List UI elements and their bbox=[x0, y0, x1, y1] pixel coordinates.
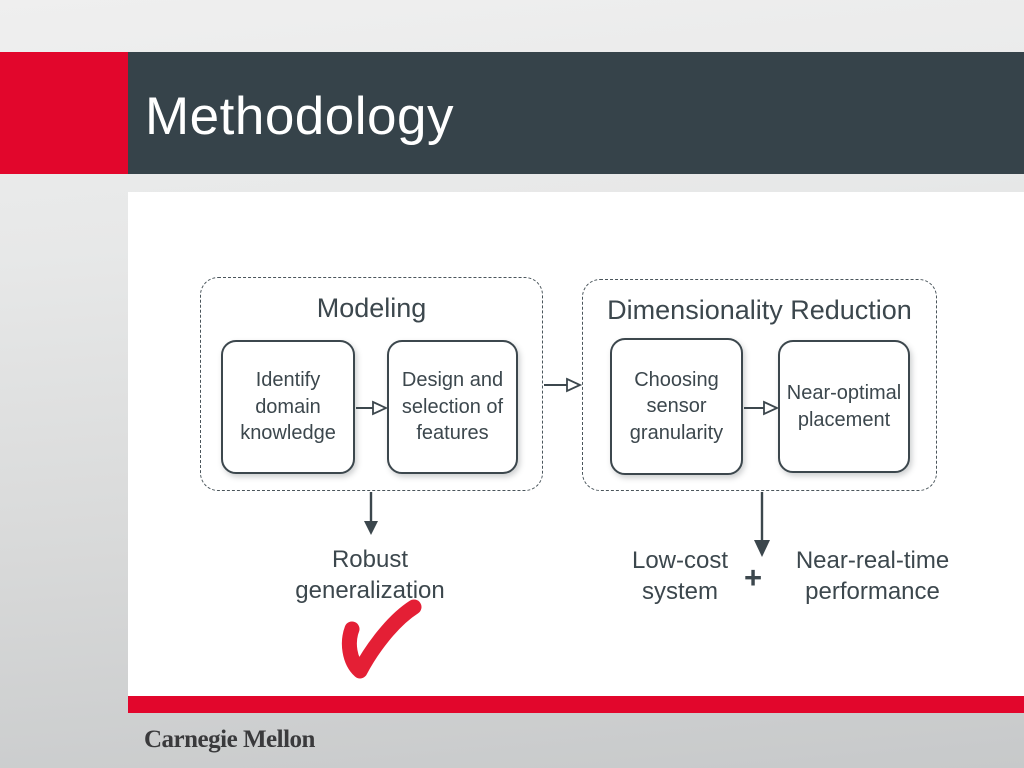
node-line: Near-optimal bbox=[786, 382, 902, 405]
label-low-cost-system: Low-cost system bbox=[600, 545, 760, 607]
node-near-optimal-placement: Near-optimal placement bbox=[778, 340, 910, 473]
header-accent-square bbox=[0, 52, 128, 174]
slide-title: Methodology bbox=[145, 86, 454, 146]
node-choosing-sensor-granularity: Choosing sensor granularity bbox=[610, 338, 743, 475]
plus-symbol: + bbox=[744, 560, 763, 595]
carnegie-mellon-logo: Carnegie Mellon bbox=[144, 726, 315, 753]
node-design-selection-features: Design and selection of features bbox=[387, 340, 518, 474]
node-line: Identify bbox=[255, 369, 321, 392]
group-modeling-title: Modeling bbox=[316, 293, 427, 323]
label-line: generalization bbox=[295, 577, 445, 605]
node-identify-domain-knowledge: Identify domain knowledge bbox=[221, 340, 355, 474]
label-line: Robust bbox=[331, 546, 409, 573]
node-line: Design and bbox=[401, 369, 504, 392]
node-line: sensor bbox=[646, 395, 707, 418]
header-bar: Methodology bbox=[128, 52, 1024, 174]
node-line: granularity bbox=[629, 421, 724, 444]
node-line: selection of bbox=[401, 395, 504, 418]
group-dimensionality-reduction: Dimensionality Reduction bbox=[582, 279, 937, 491]
label-line: performance bbox=[805, 578, 940, 606]
label-line: Near-real-time bbox=[795, 547, 950, 574]
label-line: system bbox=[641, 578, 718, 606]
node-line: domain bbox=[255, 395, 321, 418]
node-line: knowledge bbox=[240, 422, 336, 445]
node-line: Choosing bbox=[634, 368, 719, 391]
node-line: placement bbox=[797, 408, 891, 431]
label-line: Low-cost bbox=[631, 547, 729, 574]
label-near-real-time-performance: Near-real-time performance bbox=[770, 545, 975, 607]
group-modeling: Modeling bbox=[200, 277, 543, 491]
footer-accent-bar bbox=[128, 696, 1024, 713]
label-robust-generalization: Robust generalization bbox=[250, 544, 490, 606]
group-dimred-title: Dimensionality Reduction bbox=[607, 295, 912, 325]
node-line: features bbox=[416, 422, 489, 445]
